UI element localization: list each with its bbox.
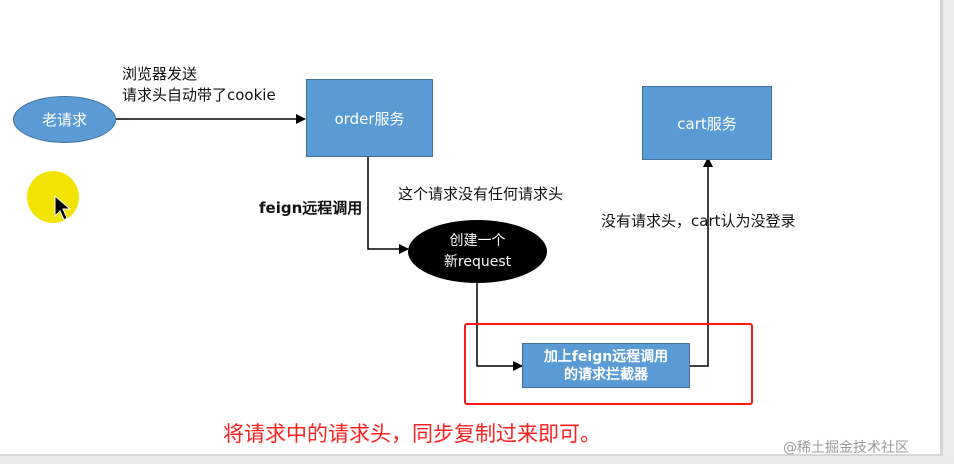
new-request-node: 创建一个 新request — [408, 220, 547, 283]
feign-call-label: feign远程调用 — [259, 199, 363, 217]
order-service-label: order服务 — [334, 109, 405, 128]
old-request-label: 老请求 — [41, 111, 87, 129]
interceptor-highlight-frame — [464, 323, 753, 405]
cart-service-label: cart服务 — [677, 114, 737, 133]
new-request-label-line2: 新request — [443, 253, 512, 270]
cookie-header-label: 请求头自动带了cookie — [122, 86, 276, 104]
solution-note: 将请求中的请求头，同步复制过来即可。 — [223, 422, 601, 446]
arrow-order-to-new-request — [367, 156, 409, 254]
cart-service-box: cart服务 — [642, 86, 772, 160]
window-edge — [943, 0, 954, 464]
bottom-strip — [0, 456, 954, 464]
order-service-box: order服务 — [306, 79, 433, 157]
interceptor-label-line2: 的请求拦截器 — [564, 366, 648, 383]
browser-send-label: 浏览器发送 — [122, 65, 198, 83]
cursor-highlight — [27, 171, 79, 223]
interceptor-label-line1: 加上feign远程调用 — [543, 348, 669, 365]
interceptor-box: 加上feign远程调用 的请求拦截器 — [522, 343, 690, 388]
arrow-new-request-to-interceptor — [476, 282, 523, 371]
mouse-cursor-icon — [54, 194, 72, 221]
watermark: @稀土掘金技术社区 — [783, 440, 909, 456]
old-request-node: 老请求 — [13, 96, 116, 143]
no-headers-label: 这个请求没有任何请求头 — [398, 185, 564, 203]
not-logged-in-label: 没有请求头，cart认为没登录 — [601, 212, 796, 230]
new-request-label-line1: 创建一个 — [449, 232, 506, 249]
arrow-interceptor-to-cart — [689, 157, 713, 367]
